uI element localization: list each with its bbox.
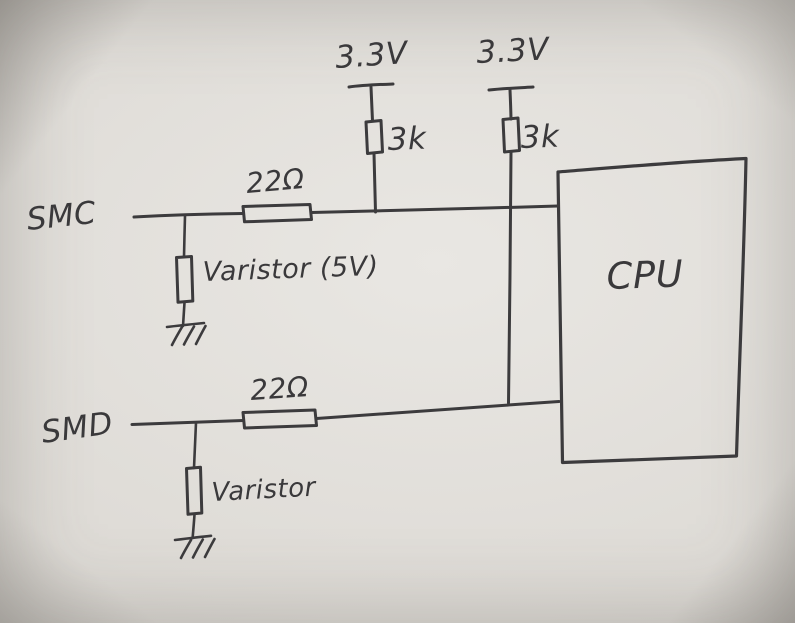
varistor-smd-body: [185, 465, 204, 516]
pullup-smc-label: 3k: [387, 121, 427, 158]
series-resistor-smd-body: [241, 408, 318, 430]
pullup-smd-label: 3k: [520, 119, 560, 156]
pullup-resistor-smc-lead: [372, 152, 377, 214]
net-smc-label: SMC: [25, 195, 98, 238]
supply-bar-smd: [487, 85, 535, 92]
series-resistor-smc-label: 22Ω: [245, 162, 306, 200]
varistor-smd-lead-bottom: [191, 513, 196, 540]
net-smd-label: SMD: [39, 405, 115, 451]
smc-wire-right: [310, 204, 560, 214]
pullup-resistor-smc-body: [364, 119, 384, 155]
varistor-smc-body: [175, 255, 195, 304]
supply-smc-label: 3.3V: [334, 35, 411, 76]
supply-bar-smc: [347, 82, 395, 89]
series-resistor-smd-label: 22Ω: [249, 370, 310, 407]
cpu-box: [556, 156, 748, 465]
pullup-resistor-smd-body: [501, 116, 521, 154]
smc-wire-left: [132, 212, 245, 219]
supply-smd-label: 3.3V: [476, 31, 553, 71]
ground-symbol-smc: [165, 321, 207, 347]
varistor-smd-label: Varistor: [211, 472, 319, 508]
series-resistor-smc-body: [241, 203, 313, 224]
ground-symbol-smd: [173, 534, 216, 560]
smd-wire-left: [130, 419, 245, 426]
varistor-smc-lead-bottom: [181, 301, 186, 328]
supply-stem-smc: [369, 85, 374, 123]
smd-wire-right: [315, 400, 561, 420]
varistor-smd-lead-top: [192, 421, 198, 470]
cpu-label: CPU: [606, 252, 684, 298]
pullup-resistor-smd-lead: [507, 150, 513, 405]
varistor-smc-lead-top: [182, 214, 187, 259]
varistor-smc-label: Varistor (5V): [202, 251, 379, 288]
supply-stem-smd: [508, 88, 513, 121]
